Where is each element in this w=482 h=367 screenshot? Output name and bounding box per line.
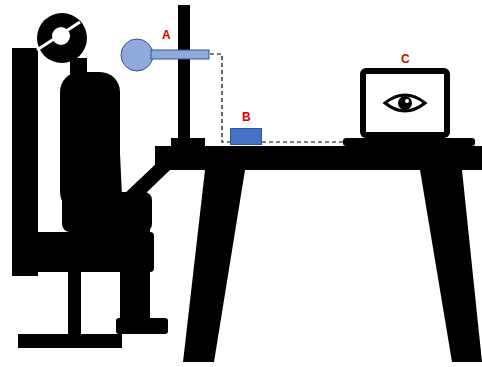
table-leg — [420, 170, 482, 362]
chair-base — [18, 334, 122, 348]
part-label: B — [242, 110, 251, 124]
person-head — [37, 13, 87, 63]
chinrest: A — [118, 28, 210, 70]
stand-pole — [178, 5, 190, 141]
part-label: A — [162, 28, 171, 42]
stand-base — [171, 138, 205, 146]
chair-leg — [68, 270, 81, 338]
person-shin — [120, 215, 150, 330]
laptop-shape — [343, 52, 475, 146]
signal-cable — [210, 54, 230, 142]
table-leg — [183, 170, 245, 362]
person-foot — [116, 318, 168, 334]
signal-cable — [262, 141, 343, 142]
device-box: B — [230, 110, 262, 146]
laptop: C — [343, 52, 475, 146]
part-label: C — [401, 52, 410, 66]
strap-line — [37, 22, 80, 50]
table-top — [155, 146, 482, 170]
